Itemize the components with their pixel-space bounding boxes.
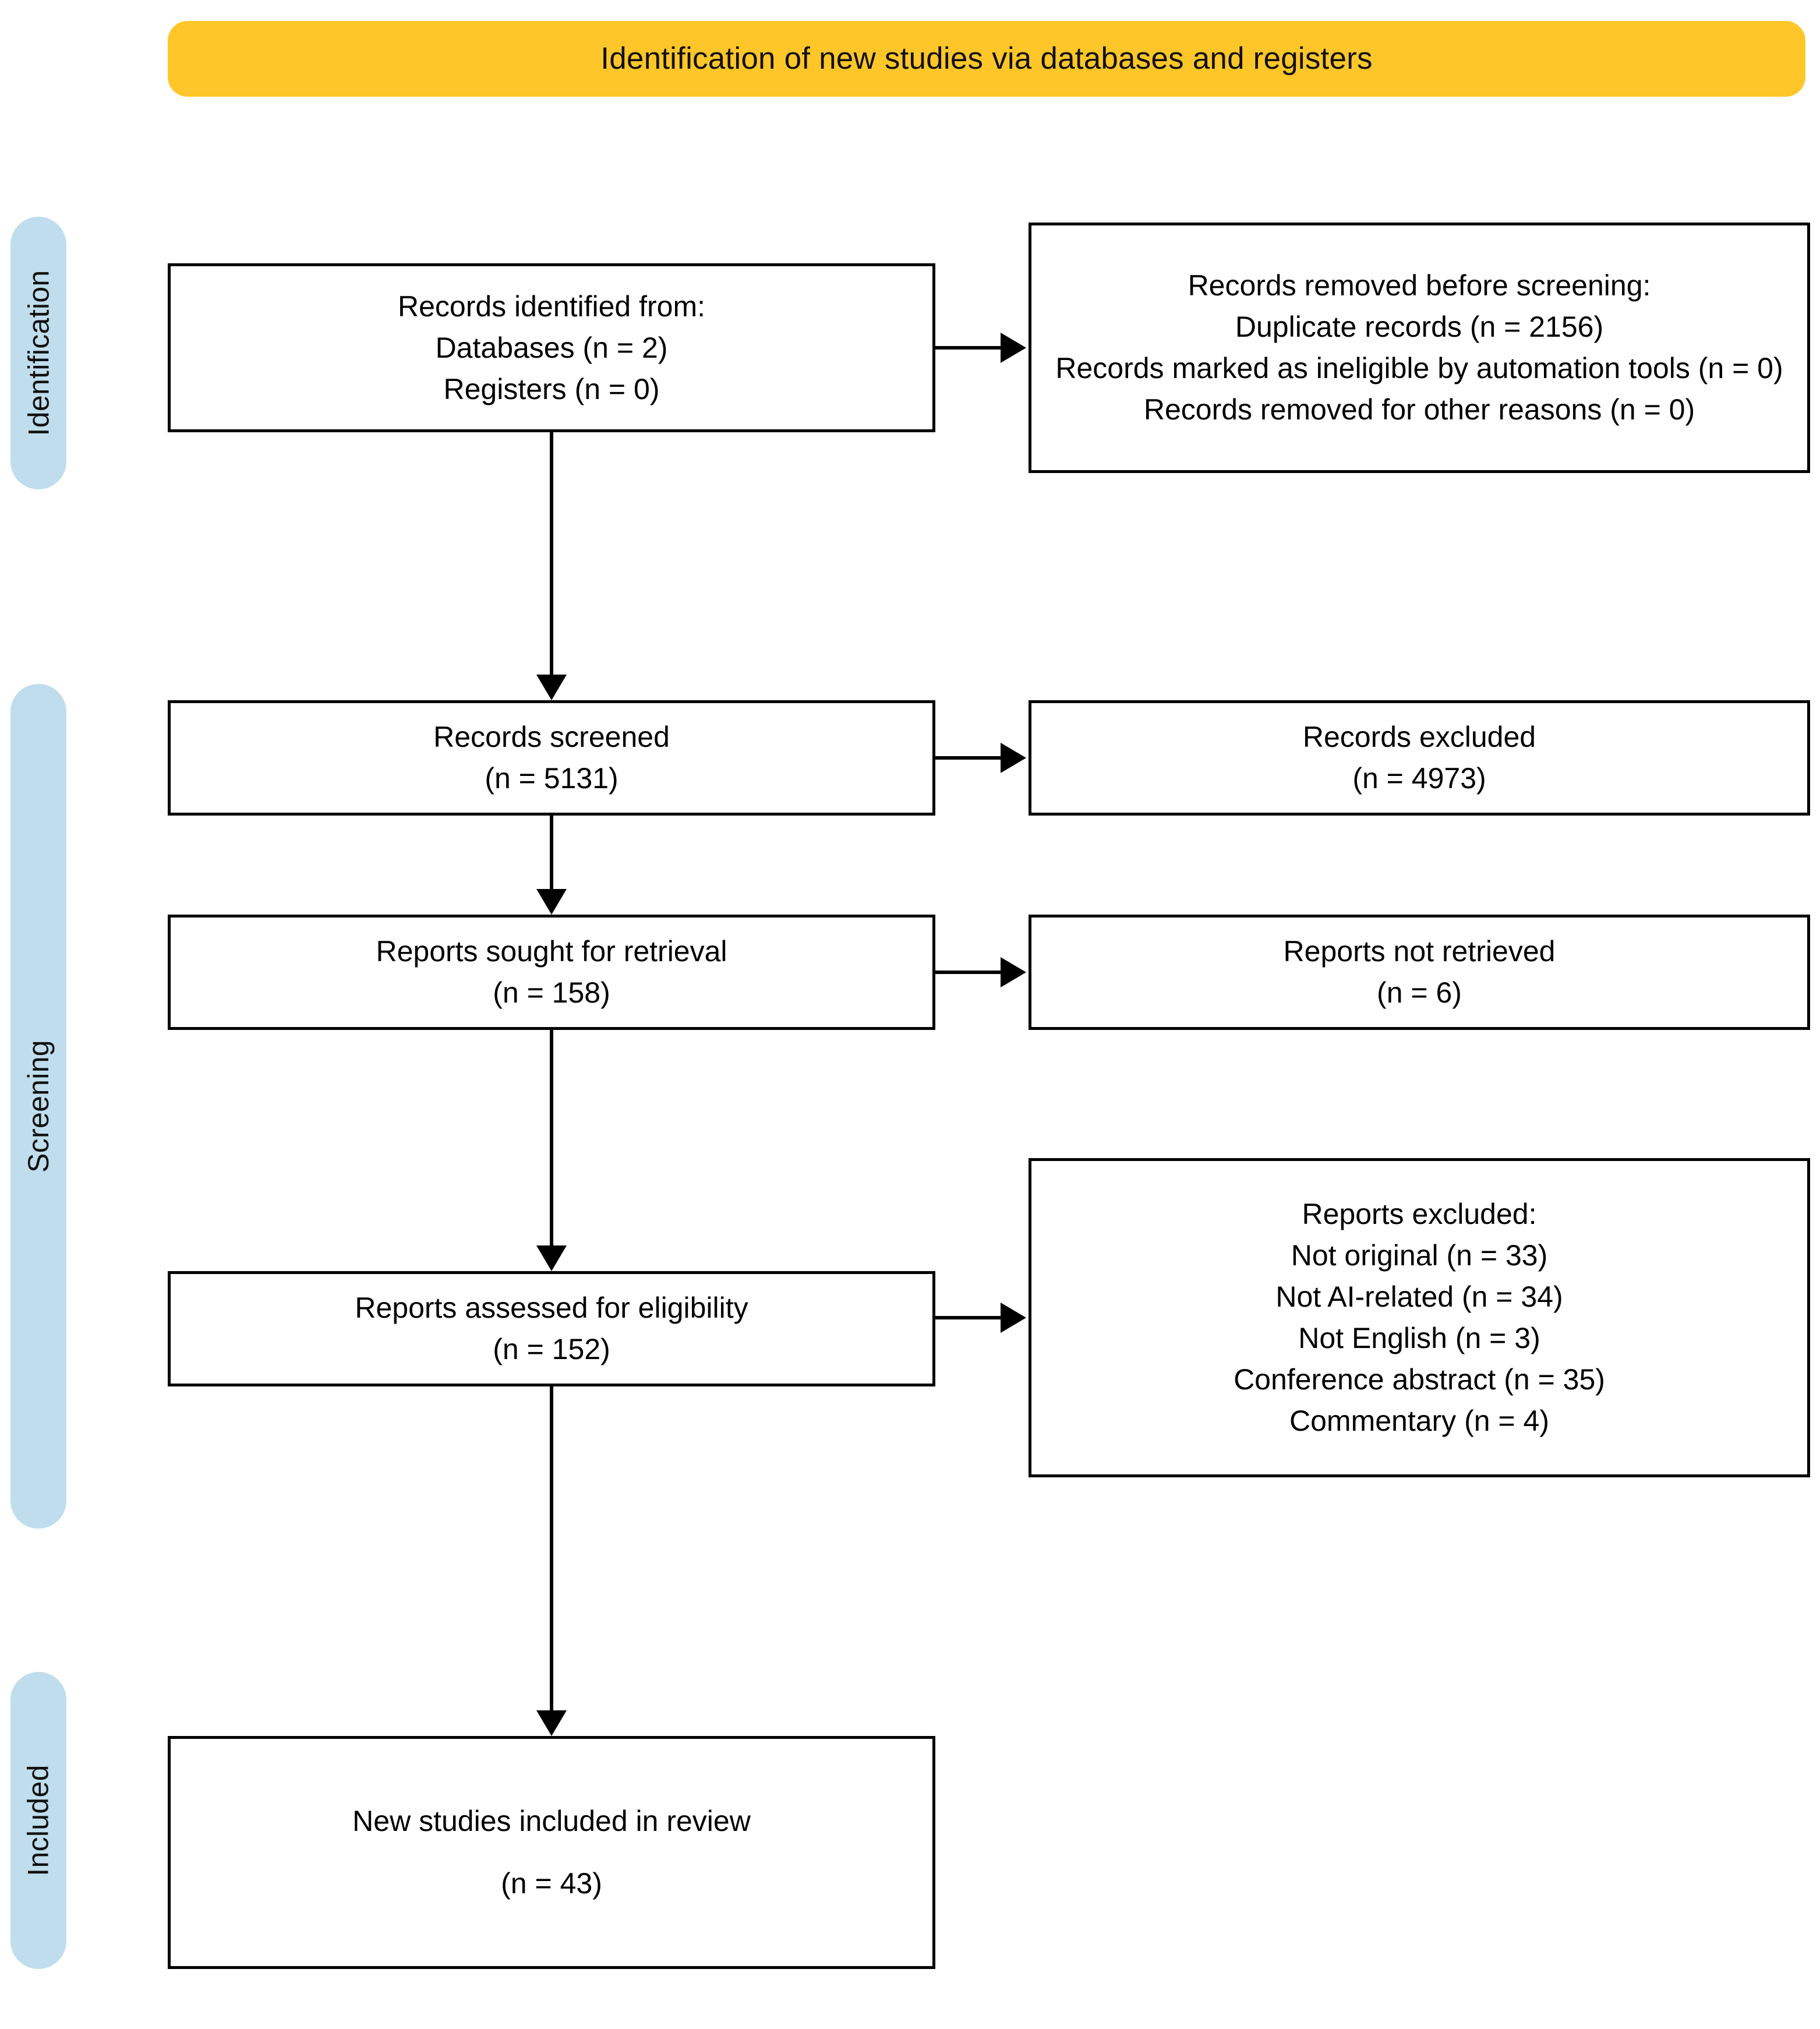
box-line: Reports not retrieved bbox=[1283, 935, 1556, 968]
box-line: Reports sought for retrieval bbox=[376, 935, 727, 968]
stage-rail-screening: Screening bbox=[10, 684, 66, 1529]
arrow-assessed-to-reports-excluded bbox=[935, 1316, 1003, 1319]
box-records-identified: Records identified from: Databases (n = … bbox=[168, 263, 935, 432]
box-line: Not original (n = 33) bbox=[1291, 1239, 1548, 1272]
box-line: Databases (n = 2) bbox=[435, 331, 668, 364]
box-line: (n = 158) bbox=[493, 976, 610, 1009]
stage-rail-identification: Identification bbox=[10, 217, 66, 489]
arrow-sought-to-assessed bbox=[550, 1030, 553, 1247]
box-line: Records identified from: bbox=[397, 290, 705, 323]
box-line: (n = 6) bbox=[1377, 976, 1462, 1009]
box-reports-assessed-for-eligibility: Reports assessed for eligibility (n = 15… bbox=[168, 1271, 935, 1386]
box-new-studies-included-in-review: New studies included in review (n = 43) bbox=[168, 1736, 935, 1969]
stage-label-included: Included bbox=[22, 1765, 55, 1876]
arrowhead-down-icon bbox=[536, 675, 567, 700]
arrowhead-right-icon bbox=[1001, 1303, 1026, 1333]
arrowhead-right-icon bbox=[1001, 743, 1026, 773]
diagram-title: Identification of new studies via databa… bbox=[600, 41, 1373, 76]
arrowhead-down-icon bbox=[536, 1710, 567, 1736]
box-line: (n = 43) bbox=[501, 1867, 602, 1900]
box-line: Commentary (n = 4) bbox=[1289, 1405, 1549, 1437]
box-line: (n = 4973) bbox=[1352, 762, 1486, 795]
box-line: Records removed before screening: bbox=[1188, 269, 1651, 302]
box-reports-not-retrieved: Reports not retrieved (n = 6) bbox=[1029, 915, 1810, 1030]
box-line: Records removed for other reasons (n = 0… bbox=[1143, 393, 1695, 426]
arrowhead-down-icon bbox=[536, 1245, 567, 1271]
box-line: (n = 5131) bbox=[485, 762, 619, 795]
box-line: Records marked as ineligible by automati… bbox=[1055, 352, 1783, 384]
arrow-screened-to-excluded bbox=[935, 756, 1003, 760]
arrowhead-right-icon bbox=[1001, 333, 1026, 363]
stage-label-screening: Screening bbox=[22, 1040, 55, 1173]
box-line: Reports excluded: bbox=[1302, 1198, 1537, 1230]
arrow-screened-to-sought bbox=[550, 816, 553, 890]
arrowhead-right-icon bbox=[1001, 957, 1026, 987]
arrow-sought-to-not-retrieved bbox=[935, 971, 1003, 974]
box-records-screened: Records screened (n = 5131) bbox=[168, 700, 935, 816]
arrow-assessed-to-included bbox=[550, 1386, 553, 1712]
box-line: New studies included in review bbox=[352, 1805, 751, 1837]
box-line: Not AI-related (n = 34) bbox=[1275, 1280, 1563, 1313]
box-records-excluded: Records excluded (n = 4973) bbox=[1029, 700, 1810, 816]
box-line: Registers (n = 0) bbox=[443, 372, 660, 405]
box-reports-sought-for-retrieval: Reports sought for retrieval (n = 158) bbox=[168, 915, 935, 1030]
box-line: (n = 152) bbox=[493, 1333, 610, 1365]
arrow-identified-to-screened bbox=[550, 432, 553, 676]
box-reports-excluded: Reports excluded: Not original (n = 33) … bbox=[1029, 1158, 1810, 1477]
box-line: Duplicate records (n = 2156) bbox=[1235, 310, 1604, 343]
arrow-identified-to-removed bbox=[935, 346, 1003, 350]
box-records-removed-before-screening: Records removed before screening: Duplic… bbox=[1029, 223, 1810, 473]
box-line: Records screened bbox=[433, 721, 670, 753]
box-line: Records excluded bbox=[1302, 721, 1536, 753]
stage-rail-included: Included bbox=[10, 1672, 66, 1969]
box-line: Reports assessed for eligibility bbox=[355, 1291, 748, 1324]
diagram-header-banner: Identification of new studies via databa… bbox=[168, 21, 1805, 97]
box-line: Conference abstract (n = 35) bbox=[1234, 1363, 1605, 1396]
stage-label-identification: Identification bbox=[22, 270, 55, 436]
box-line: Not English (n = 3) bbox=[1298, 1322, 1540, 1354]
arrowhead-down-icon bbox=[536, 889, 567, 915]
